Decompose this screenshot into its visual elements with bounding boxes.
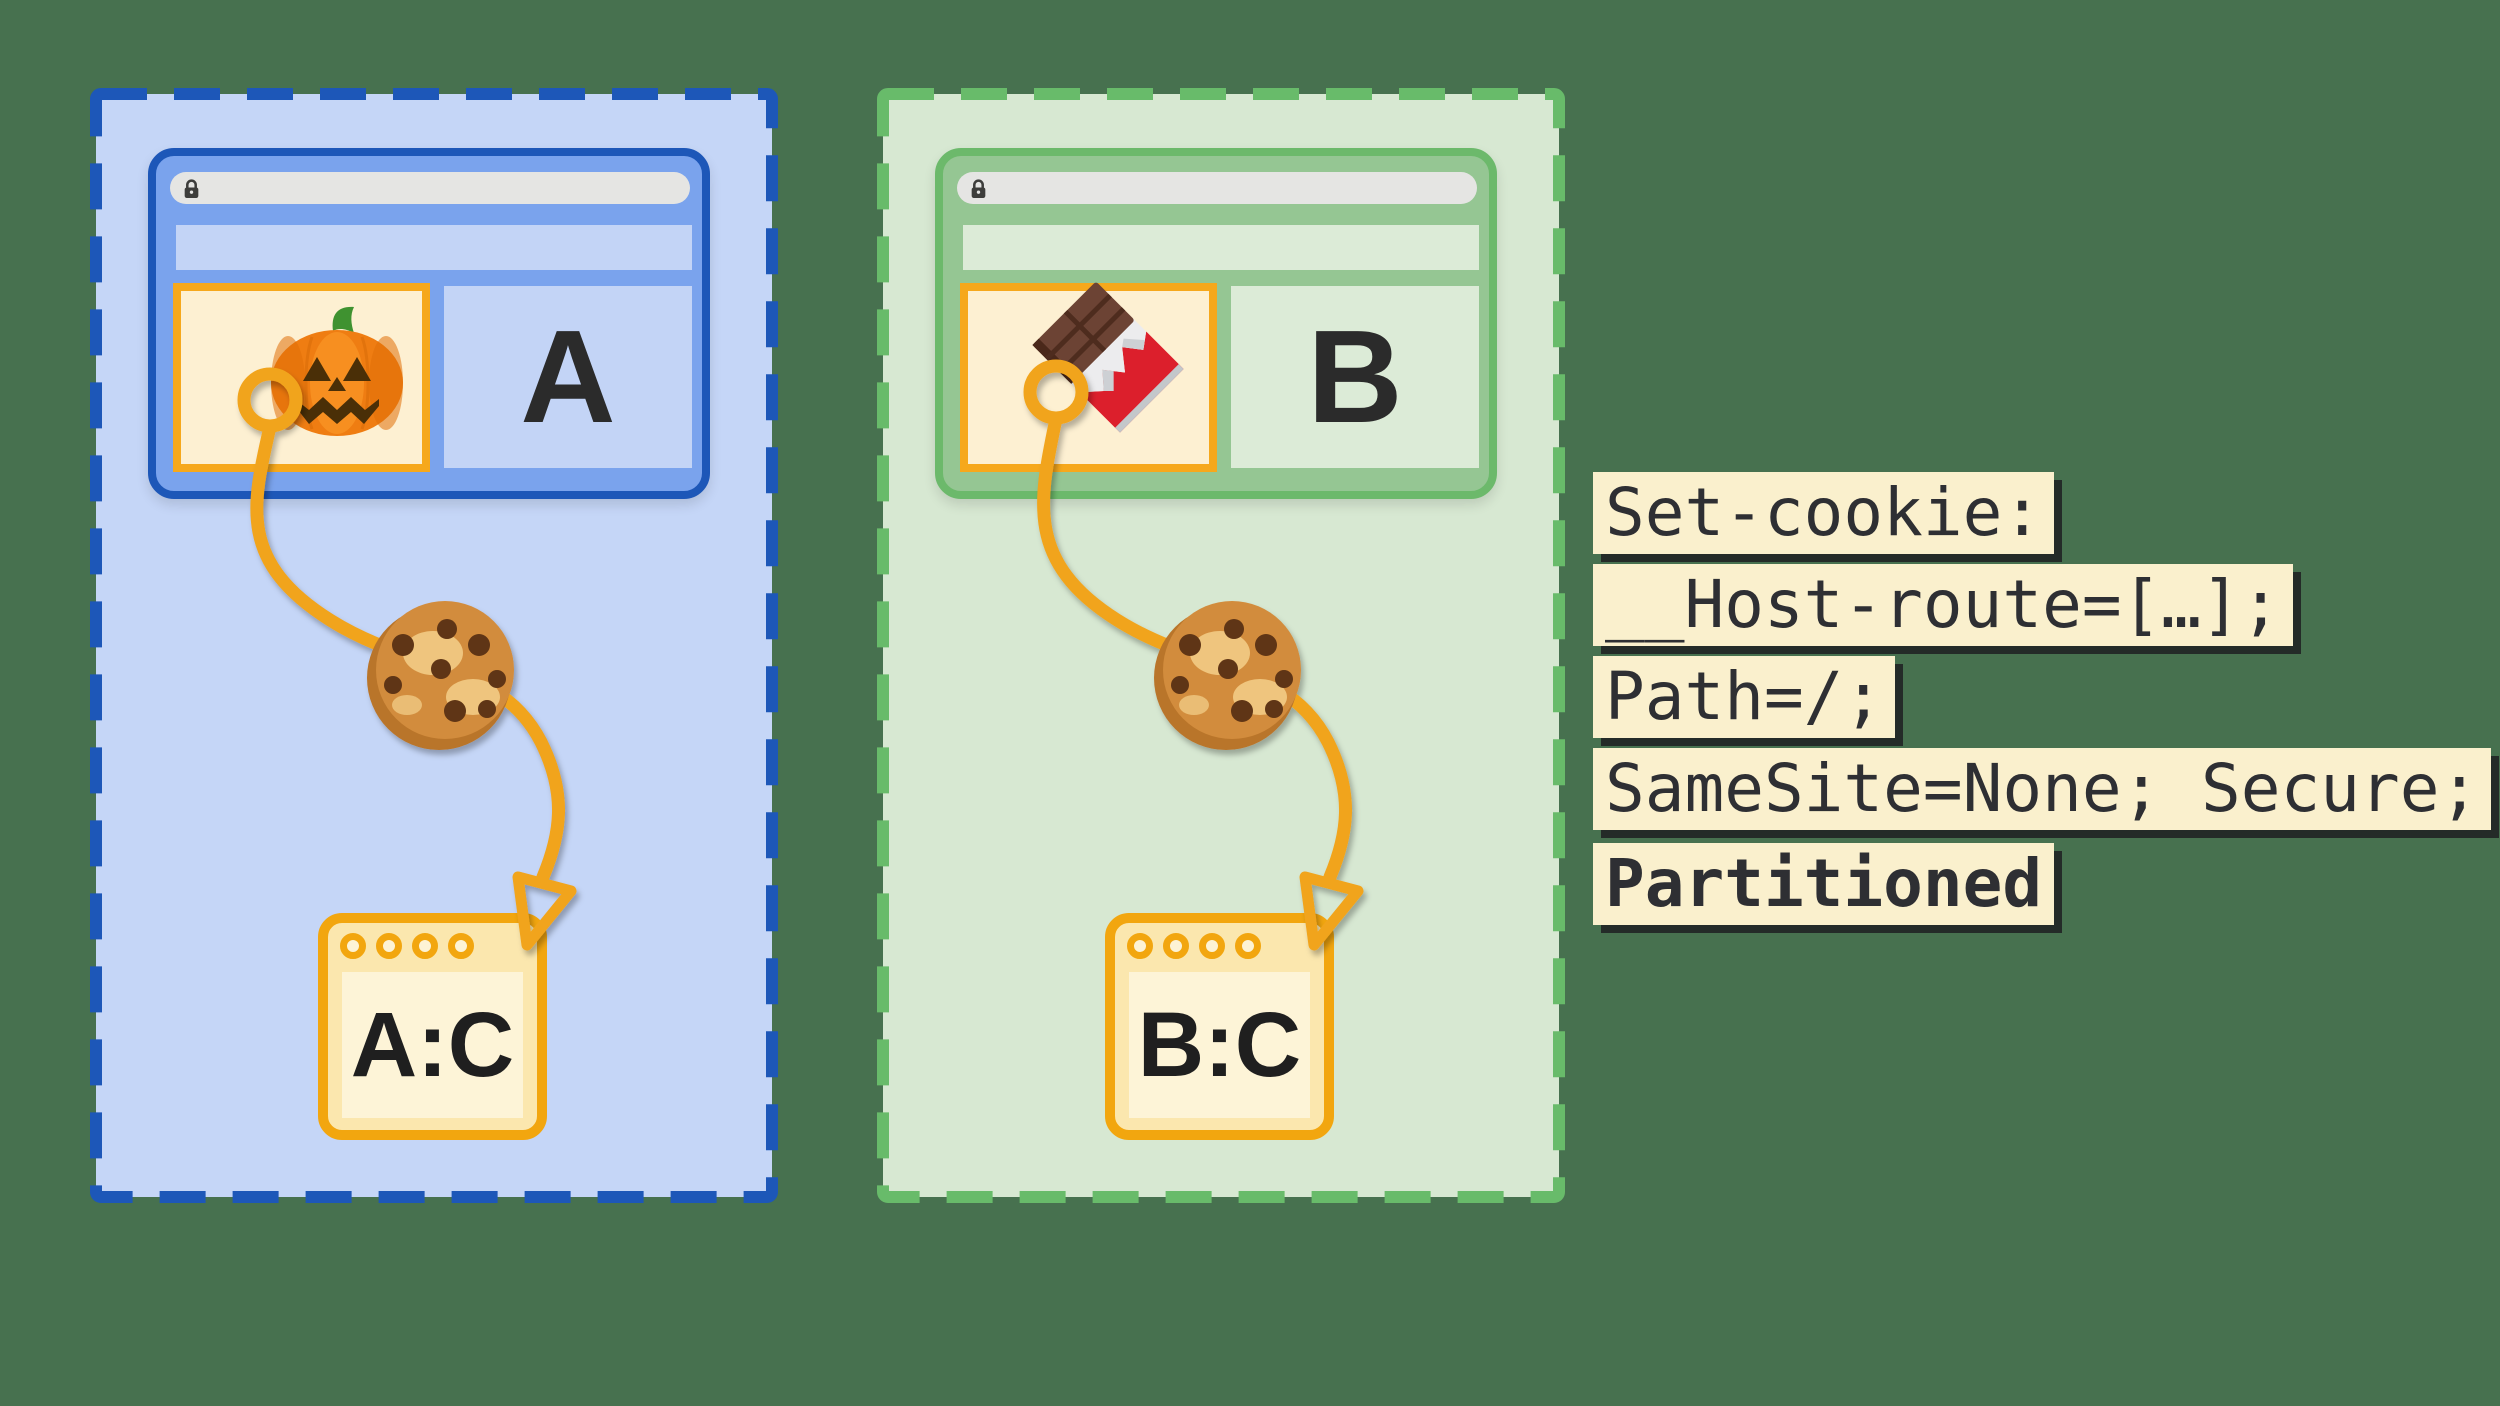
third-party-iframe-a	[173, 283, 430, 472]
third-party-iframe-b	[960, 282, 1217, 472]
jar-dots	[340, 933, 474, 959]
jar-inner-panel-b: B:C	[1129, 972, 1310, 1118]
jar-dot	[1199, 933, 1225, 959]
jar-dots	[1127, 933, 1261, 959]
lock-icon	[971, 179, 986, 198]
jar-dot	[448, 933, 474, 959]
site-label-box-a: A	[444, 286, 692, 468]
browser-window-a: A	[148, 148, 710, 499]
page-content-placeholder-a	[176, 225, 692, 270]
page-content-placeholder-b	[963, 225, 1479, 270]
site-letter-a: A	[520, 303, 616, 450]
url-bar-b	[957, 172, 1477, 204]
partition-key-a: A:C	[350, 994, 515, 1096]
jar-dot	[1127, 933, 1153, 959]
jar-dot	[1163, 933, 1189, 959]
code-line-path: Path=/;	[1593, 656, 1896, 738]
lock-icon	[184, 179, 199, 198]
partition-key-b: B:C	[1137, 994, 1302, 1096]
partitioned-cookie-jar-b: B:C	[1105, 913, 1334, 1140]
code-line-samesite-secure: SameSite=None; Secure;	[1593, 748, 2492, 830]
partitioned-cookie-jar-a: A:C	[318, 913, 547, 1140]
jar-dot	[376, 933, 402, 959]
site-label-box-b: B	[1231, 286, 1479, 468]
jar-dot	[1235, 933, 1261, 959]
jar-dot	[340, 933, 366, 959]
jack-o-lantern-icon	[271, 306, 403, 436]
browser-window-b: B	[935, 148, 1497, 499]
code-line-host-route: __Host-route=[…];	[1593, 564, 2293, 646]
jar-inner-panel-a: A:C	[342, 972, 523, 1118]
code-line-set-cookie: Set-cookie:	[1593, 472, 2055, 554]
chocolate-bar-icon	[1032, 282, 1184, 433]
site-letter-b: B	[1307, 303, 1403, 450]
jar-dot	[412, 933, 438, 959]
url-bar-a	[170, 172, 690, 204]
code-line-partitioned: Partitioned	[1593, 843, 2055, 925]
